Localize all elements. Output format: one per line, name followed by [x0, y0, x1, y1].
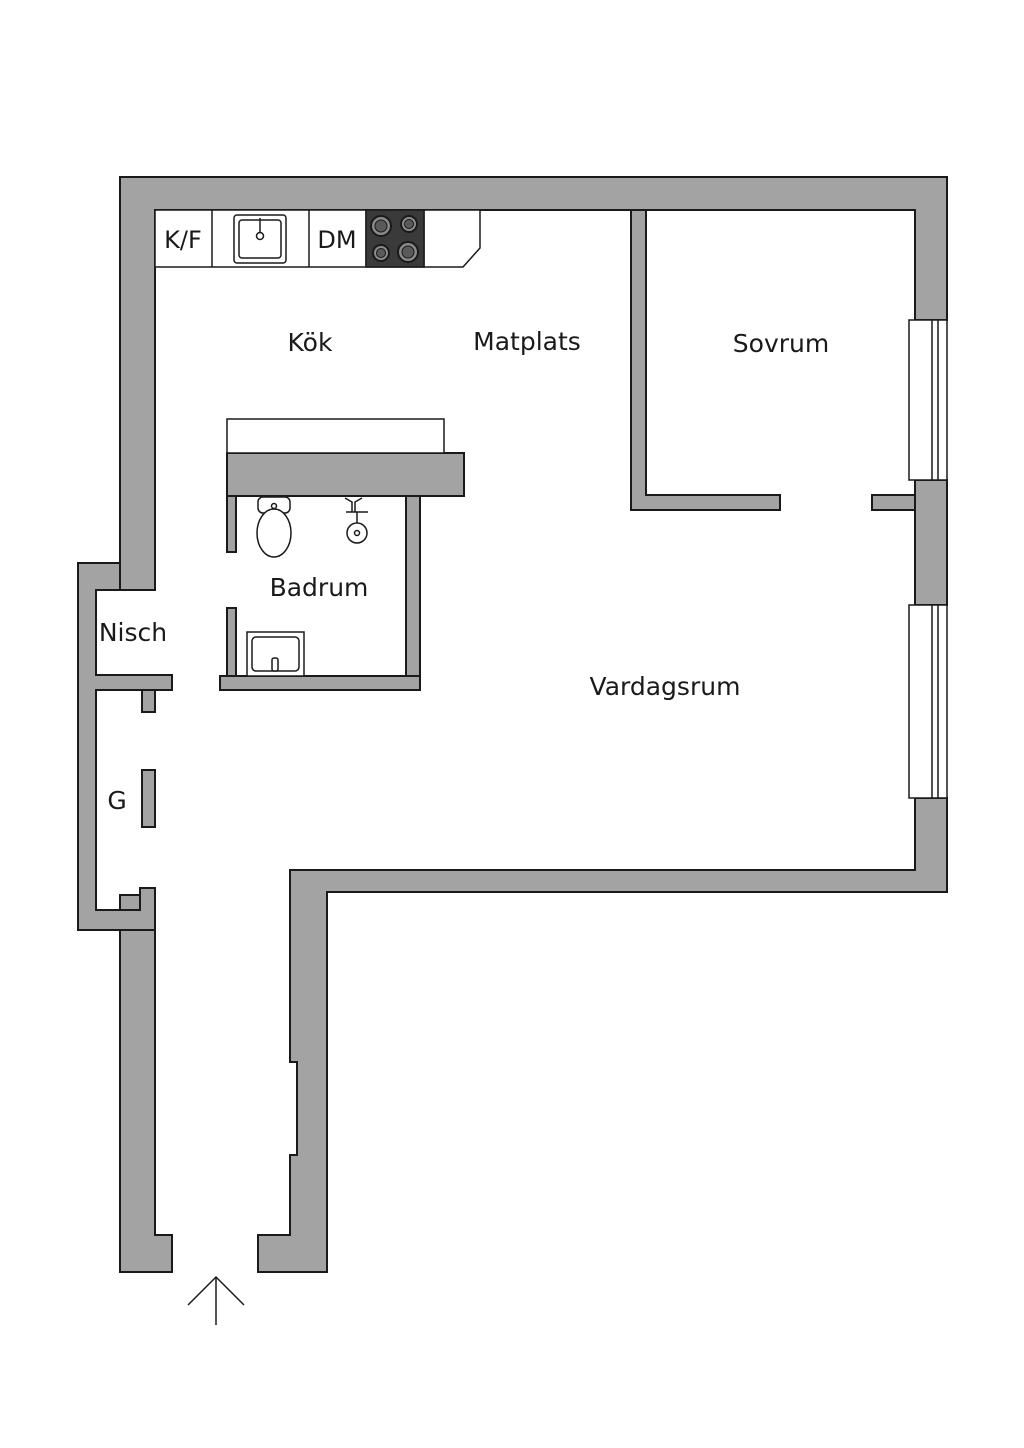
toilet-icon [256, 496, 292, 558]
window-icon [908, 319, 948, 481]
room-label-kitchen: Kök [288, 328, 333, 357]
dishwasher-label: DM [317, 226, 356, 254]
room-label-bathroom: Badrum [270, 573, 369, 602]
niche-wall [77, 562, 173, 931]
shower-icon [344, 497, 368, 544]
shelf [226, 418, 445, 454]
room-label-bedroom: Sovrum [733, 329, 829, 358]
washbasin-icon [246, 631, 305, 677]
bathroom-right-wall [405, 495, 421, 677]
niche-stub-wall [141, 689, 156, 713]
stove-icon [365, 209, 425, 268]
bathroom-left-wall-upper [226, 495, 237, 553]
wardrobe-wall [141, 769, 156, 828]
bathroom-left-wall-lower [226, 607, 237, 677]
room-label-wardrobe: G [107, 786, 126, 815]
room-label-niche: Nisch [99, 618, 167, 647]
window-icon [908, 604, 948, 799]
room-label-dining: Matplats [473, 327, 581, 356]
bathroom-bottom-wall [219, 675, 421, 691]
room-label-living: Vardagsrum [590, 672, 741, 701]
bedroom-wall [630, 209, 781, 511]
bedroom-wall-stub [871, 494, 916, 511]
fridge-freezer-label: K/F [164, 226, 202, 254]
sink-icon [233, 214, 287, 264]
entrance-arrow-icon [187, 1275, 245, 1325]
bathroom-top-wall [226, 452, 465, 497]
